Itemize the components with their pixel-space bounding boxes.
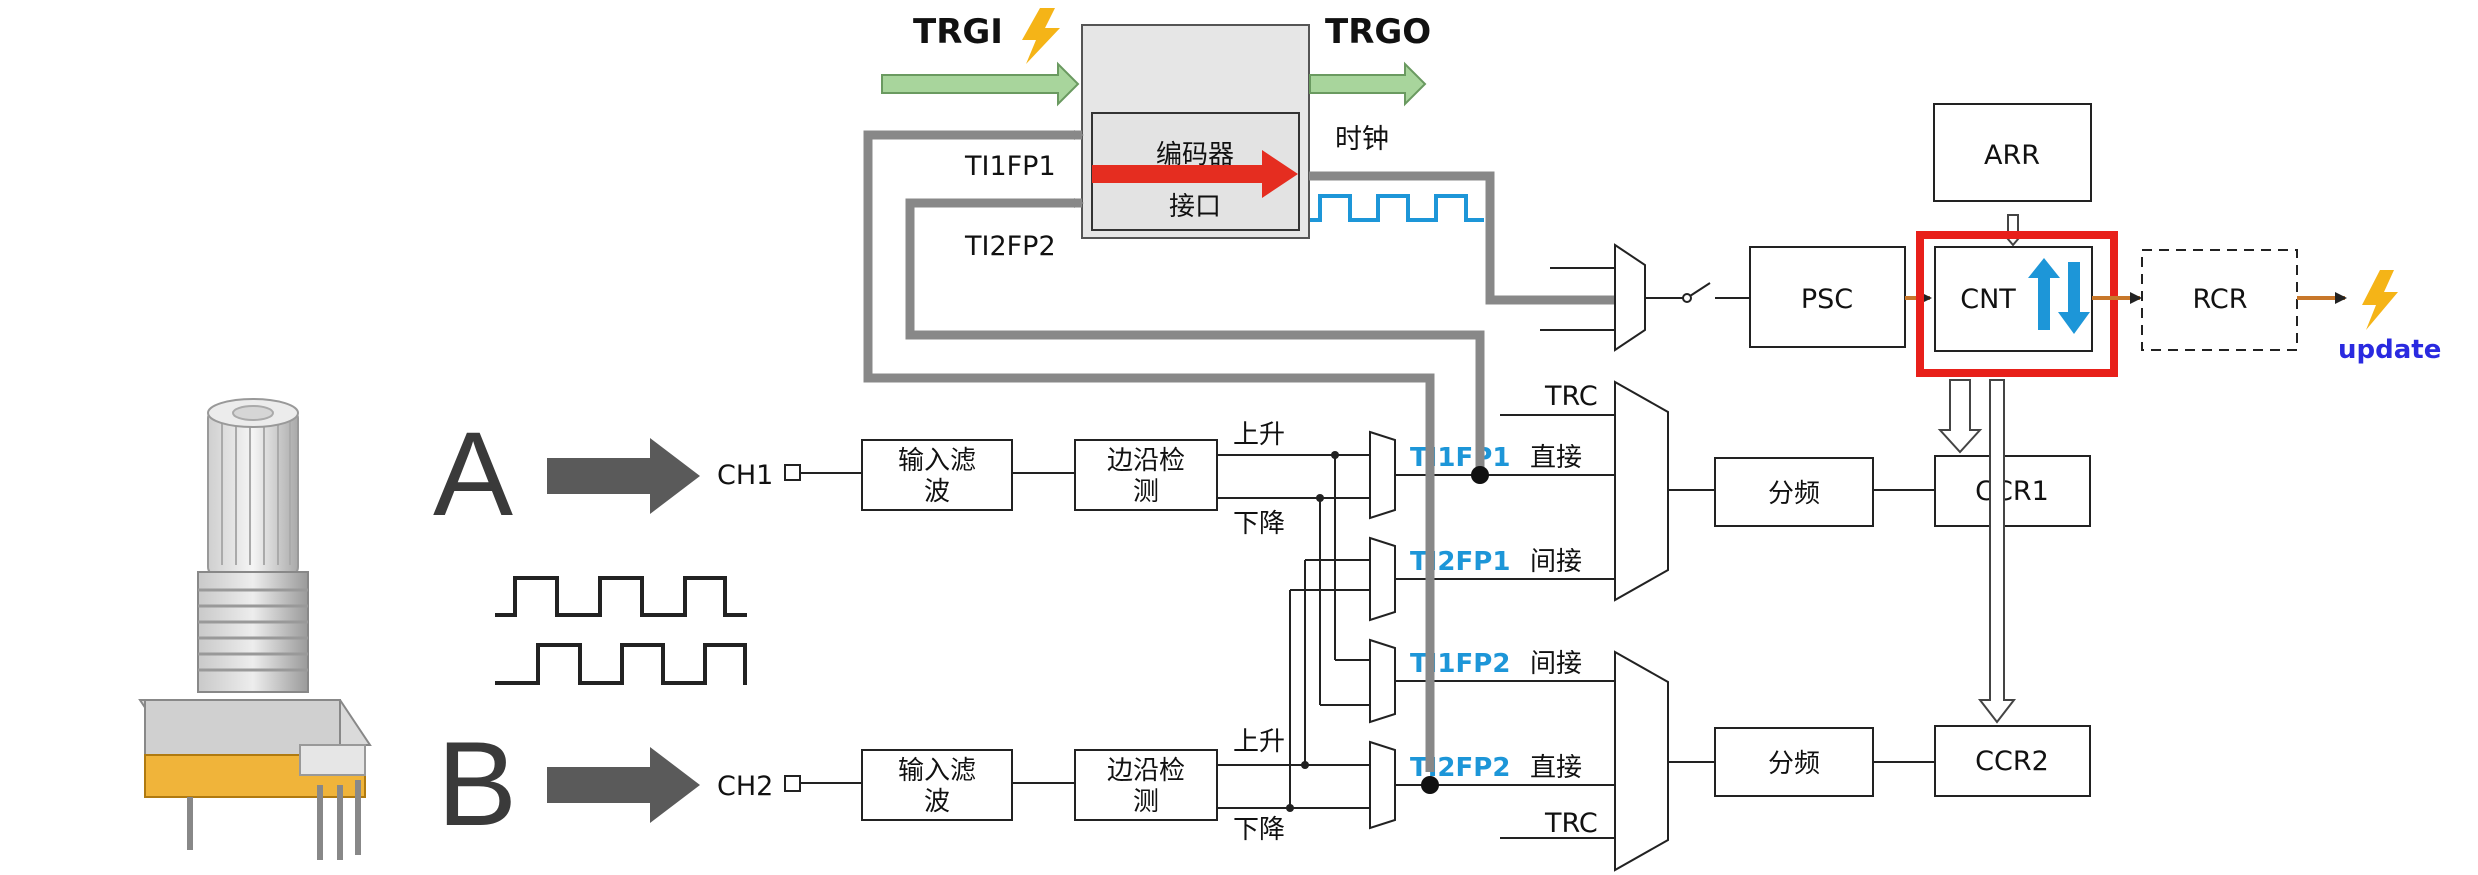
waveform-b <box>495 643 747 685</box>
edge-detect-2-label: 边沿检 <box>1107 756 1185 786</box>
ch2-label: CH2 <box>717 771 773 802</box>
cnt-register <box>1934 246 2093 352</box>
label-indirect-1: 间接 <box>1530 547 1582 577</box>
encoder-interface-label-2: 接口 <box>1169 192 1221 222</box>
ch2-fall-label: 下降 <box>1233 815 1285 845</box>
clock-switch <box>1682 293 1692 303</box>
ch1-fall-label: 下降 <box>1233 509 1285 539</box>
prescaler-1 <box>1714 457 1874 527</box>
label-direct-2: 直接 <box>1530 753 1582 783</box>
cnt-label: CNT <box>1960 284 2016 315</box>
input-filter-1-label: 输入滤 <box>898 446 976 476</box>
ch1-pin <box>784 464 801 481</box>
clock-label: 时钟 <box>1335 124 1389 155</box>
mux-ti1fp1 <box>1369 430 1396 520</box>
ch2-rise-label: 上升 <box>1233 727 1285 757</box>
ccr1-register <box>1934 455 2091 527</box>
trgi-arrow <box>881 61 1080 107</box>
input-filter-1 <box>861 439 1013 511</box>
arrow-a-to-ch1 <box>547 438 700 514</box>
encoder-feedback-lines <box>863 130 1615 772</box>
cnt-highlight-box <box>1916 231 2118 377</box>
capture-selector-1 <box>1614 380 1669 602</box>
arr-register <box>1933 103 2092 202</box>
encoder-input-ti2fp2: TI2FP2 <box>964 231 1056 262</box>
edge-detect-1-label-2: 测 <box>1133 477 1159 507</box>
edge-detect-1-label: 边沿检 <box>1107 446 1185 476</box>
ccr2-label: CCR2 <box>1975 746 2049 777</box>
ch2-pin <box>784 775 801 792</box>
prescaler-2 <box>1714 727 1874 797</box>
update-lightning-icon <box>2362 270 2398 330</box>
update-label: update <box>2338 335 2441 365</box>
label-ti1fp1-direct: TI1FP1 <box>1410 443 1510 473</box>
trgo-label: TRGO <box>1325 12 1431 52</box>
clock-waveform <box>1310 194 1484 222</box>
mux-ti1fp2 <box>1369 638 1396 724</box>
rcr-label: RCR <box>2192 284 2247 315</box>
label-ti2fp1-indirect: TI2FP1 <box>1410 547 1510 577</box>
psc-label: PSC <box>1801 284 1853 315</box>
edge-detect-1 <box>1074 439 1218 511</box>
edge-detect-2 <box>1074 749 1218 821</box>
cnt-to-ccr2-arrow <box>1977 379 2017 724</box>
psc-register <box>1749 246 1906 348</box>
input-filter-2 <box>861 749 1013 821</box>
mux-ti2fp1 <box>1369 536 1396 622</box>
input-filter-2-label-2: 波 <box>924 787 950 817</box>
cross-wiring <box>1289 455 1370 808</box>
clock-mux <box>1614 243 1646 352</box>
label-indirect-2: 间接 <box>1530 649 1582 679</box>
count-up-arrow-icon <box>2028 258 2060 330</box>
ch1-label: CH1 <box>717 460 773 491</box>
trgi-lightning-icon <box>1022 8 1060 64</box>
rotary-encoder-image <box>138 398 372 860</box>
encoder-red-arrow <box>1092 150 1298 198</box>
prescaler-2-label: 分频 <box>1768 749 1820 779</box>
input-filter-2-label: 输入滤 <box>898 756 976 786</box>
cnt-to-ccr1-arrow <box>1937 379 1983 454</box>
waveform-a <box>495 576 747 617</box>
encoder-input-ti1fp1: TI1FP1 <box>964 151 1056 182</box>
channel-b-letter: B <box>437 717 517 851</box>
channel-a-letter: A <box>433 407 513 541</box>
label-ti1fp2-indirect: TI1FP2 <box>1410 649 1510 679</box>
label-trc-2: TRC <box>1544 808 1598 839</box>
label-direct-1: 直接 <box>1530 443 1582 473</box>
ccr2-register <box>1934 725 2091 797</box>
prescaler-1-label: 分频 <box>1768 479 1820 509</box>
trgo-arrow <box>1309 61 1427 107</box>
edge-detect-2-label-2: 测 <box>1133 787 1159 817</box>
arr-label: ARR <box>1984 140 2040 171</box>
ccr1-label: CCR1 <box>1975 476 2049 507</box>
mux-ti2fp2 <box>1369 740 1396 830</box>
input-filter-1-label-2: 波 <box>924 477 950 507</box>
count-down-arrow-icon <box>2058 262 2090 334</box>
arrow-b-to-ch2 <box>547 747 700 823</box>
capture-selector-2 <box>1614 650 1669 872</box>
trgi-label: TRGI <box>913 12 1003 52</box>
ch1-rise-label: 上升 <box>1233 420 1285 450</box>
arr-to-cnt-arrow <box>1999 214 2027 247</box>
label-trc-1: TRC <box>1544 381 1598 412</box>
